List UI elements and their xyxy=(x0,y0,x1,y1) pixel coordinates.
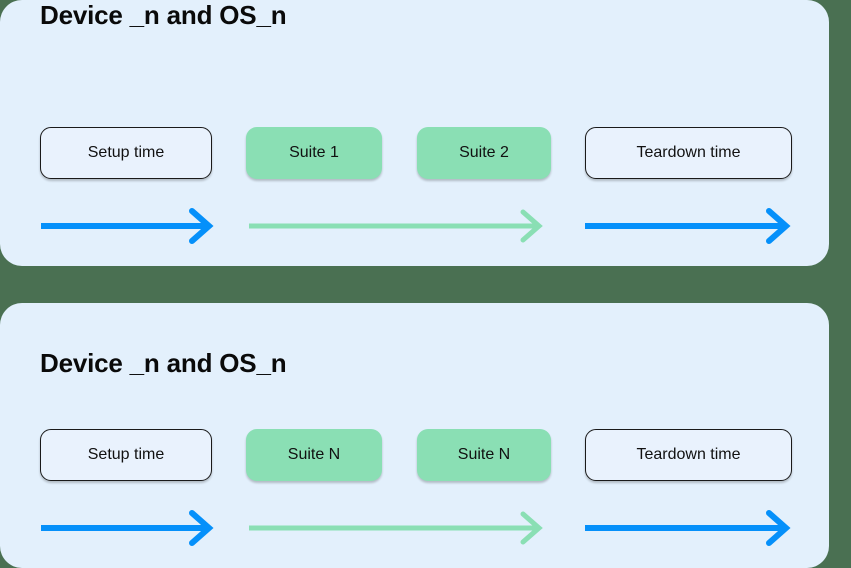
page-title: Device _n and OS_n xyxy=(40,348,287,378)
page-title: Device _n and OS_n xyxy=(40,0,287,30)
pill-setup-time[interactable]: Setup time xyxy=(40,429,212,481)
teardown-duration-arrow-icon xyxy=(584,208,793,244)
phase-pill-row: Setup time Suite 1 Suite 2 Teardown time xyxy=(0,127,829,179)
pill-setup-time[interactable]: Setup time xyxy=(40,127,212,179)
pill-label: Suite 1 xyxy=(289,144,339,161)
phase-pill-row: Setup time Suite N Suite N Teardown time xyxy=(0,429,829,481)
pill-label: Suite N xyxy=(287,446,341,463)
setup-duration-arrow-icon xyxy=(40,208,216,244)
pill-label: Suite N xyxy=(457,446,511,463)
pill-suite-1[interactable]: Suite 1 xyxy=(246,127,382,179)
suites-duration-arrow-icon xyxy=(248,510,546,546)
setup-duration-arrow-icon xyxy=(40,510,216,546)
pill-label: Teardown time xyxy=(636,144,741,161)
pill-label: Suite 2 xyxy=(459,144,509,161)
pill-suite-n-a[interactable]: Suite N xyxy=(246,429,382,481)
suites-duration-arrow-icon xyxy=(248,208,546,244)
pill-label: Setup time xyxy=(87,144,165,161)
duration-arrow-row xyxy=(0,510,829,546)
duration-arrow-row xyxy=(0,208,829,244)
pill-label: Setup time xyxy=(87,446,165,463)
pill-suite-2[interactable]: Suite 2 xyxy=(417,127,551,179)
pill-teardown-time[interactable]: Teardown time xyxy=(585,429,792,481)
pill-teardown-time[interactable]: Teardown time xyxy=(585,127,792,179)
pill-label: Teardown time xyxy=(636,446,741,463)
pill-suite-n-b[interactable]: Suite N xyxy=(417,429,551,481)
teardown-duration-arrow-icon xyxy=(584,510,793,546)
